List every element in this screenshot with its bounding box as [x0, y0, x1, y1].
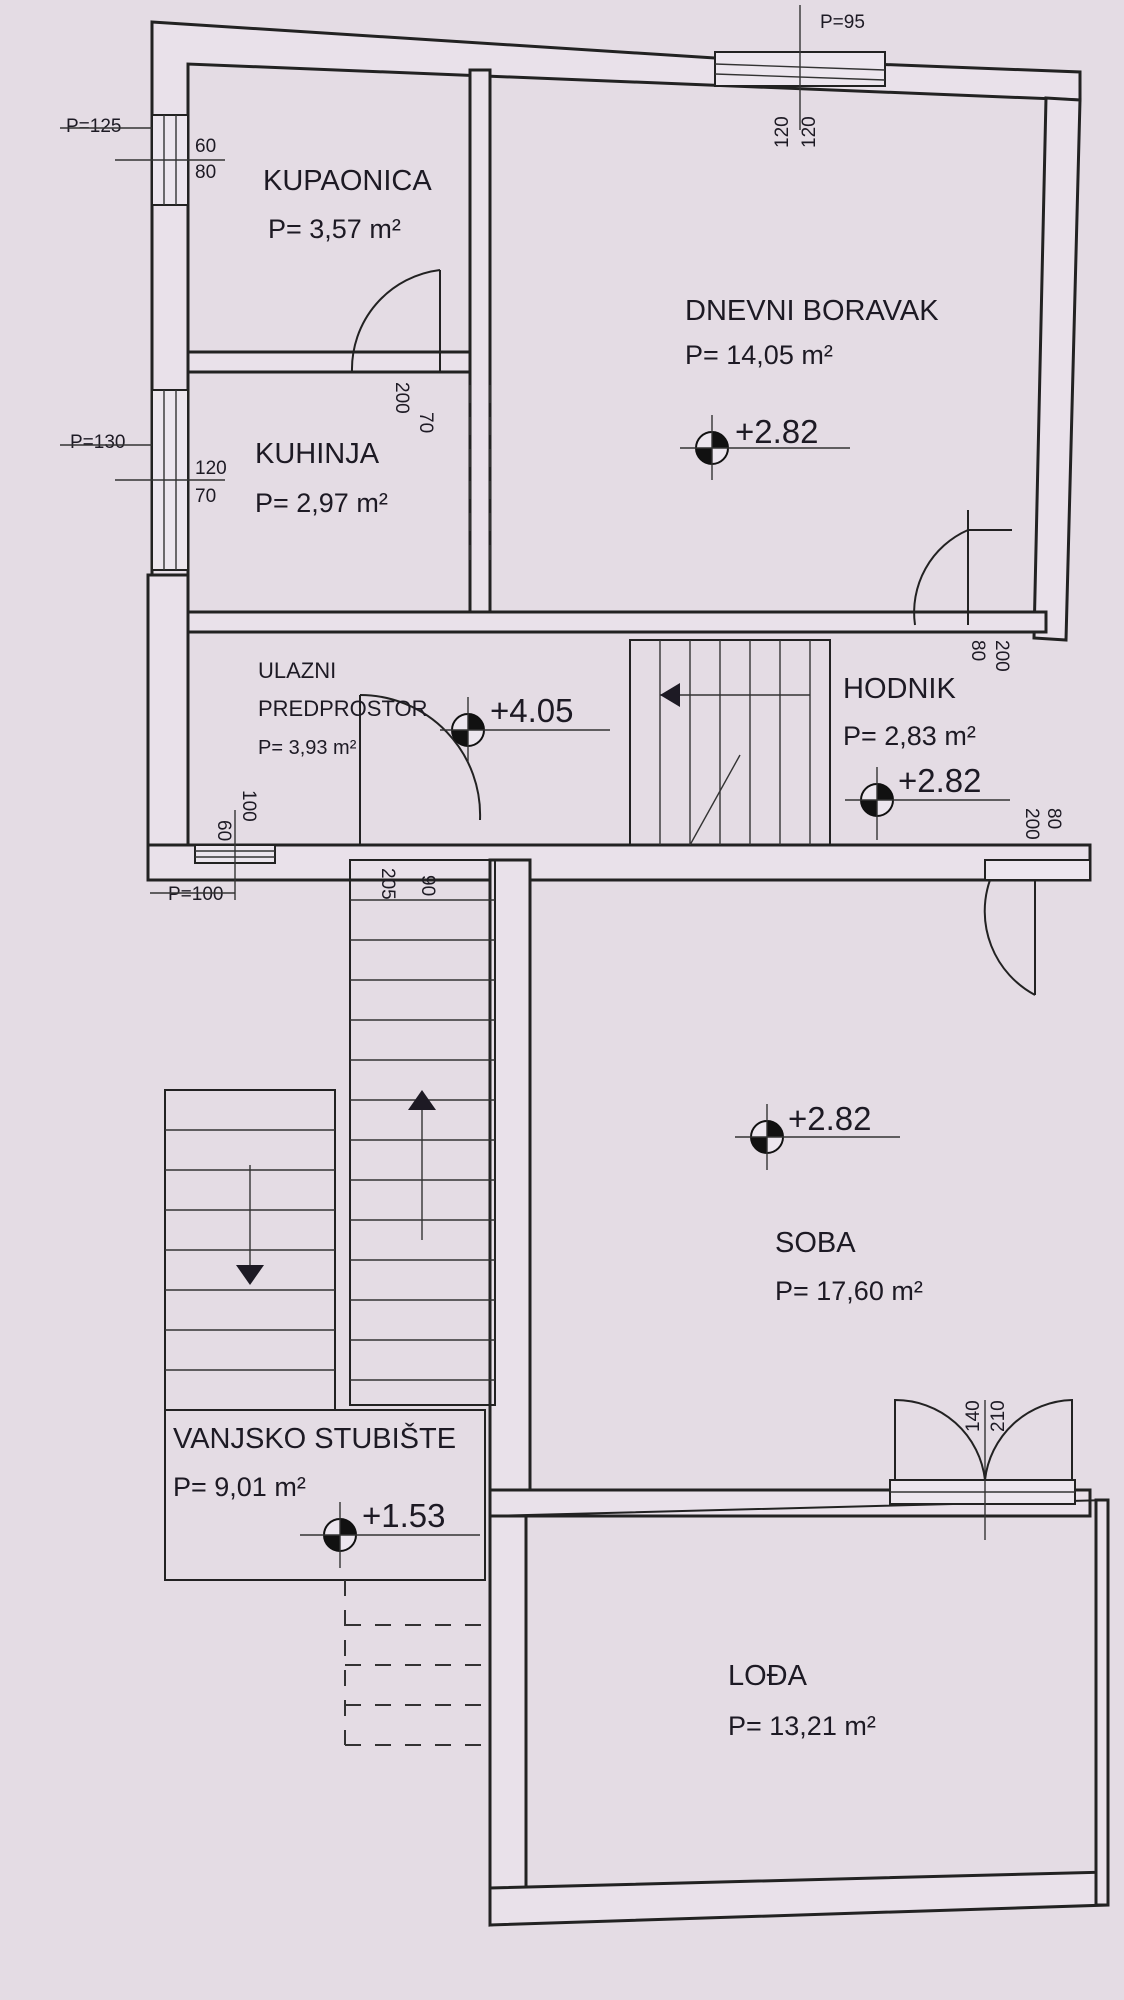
door-entry	[359, 693, 482, 845]
dim-kup-window-top: 60	[195, 136, 216, 157]
dim-entry-window-w: 60	[213, 820, 234, 841]
dim-entry-door-h: 205	[377, 868, 398, 900]
window-balcony	[889, 1400, 1076, 1540]
dim-top-window-a: 120	[772, 116, 793, 148]
window-kupaonica	[115, 114, 225, 206]
wall-top	[150, 20, 1082, 142]
room-name-vanjsko-stubiste: VANJSKO STUBIŠTE	[173, 1421, 456, 1455]
window-kuhinja	[115, 389, 225, 571]
level-marker-soba	[735, 1104, 900, 1170]
door-balcony	[894, 1398, 1073, 1481]
interior-stair-treads	[659, 640, 811, 845]
interior-stairs	[629, 639, 831, 846]
room-name-loda: LOĐA	[728, 1660, 808, 1692]
room-name-kuhinja: KUHINJA	[255, 438, 380, 470]
room-name-ulazni-line1: ULAZNI	[258, 658, 336, 683]
room-area-vanjsko-stubiste: P= 9,01 m²	[173, 1472, 306, 1502]
arrow-up-icon	[408, 1090, 436, 1110]
wall-right-living	[1032, 96, 1082, 642]
door-kupaonica	[350, 269, 441, 373]
dim-top-window-b: 120	[799, 116, 820, 148]
outer-stairs	[164, 1089, 486, 1581]
dashed-opening	[469, 385, 491, 560]
window-top	[714, 5, 886, 130]
dim-entry-window-h: 100	[238, 790, 259, 822]
room-area-kuhinja: P= 2,97 m²	[255, 488, 388, 518]
dim-kuh-window-top: 120	[195, 458, 227, 479]
room-name-hodnik: HODNIK	[843, 673, 956, 705]
room-area-soba: P= 17,60 m²	[775, 1276, 923, 1306]
dim-db-door-w: 80	[967, 640, 988, 661]
doors	[350, 269, 1073, 1481]
window-entry	[194, 810, 276, 900]
dim-entry-door-w: 90	[417, 875, 438, 896]
dim-db-door-h: 200	[991, 640, 1012, 672]
level-marker-hodnik	[845, 767, 1010, 840]
room-area-loda: P= 13,21 m²	[728, 1711, 876, 1741]
level-vanjsko-stubiste: +1.53	[362, 1497, 446, 1534]
windows	[115, 5, 1091, 1540]
dim-kup-door-w: 70	[415, 412, 436, 433]
room-area-kupaonica: P= 3,57 m²	[268, 214, 401, 244]
arrow-left-icon	[660, 683, 680, 707]
door-dnevni-boravak	[913, 510, 1012, 626]
wall-mid-horizontal	[186, 610, 1048, 634]
level-marker-dnevni-boravak	[680, 415, 850, 480]
dim-soba-door-h: 200	[1021, 808, 1042, 840]
wall-kuh-living	[468, 68, 492, 617]
label-p95: P=95	[820, 12, 865, 33]
label-p130: P=130	[70, 432, 125, 453]
dim-kup-door-h: 200	[391, 382, 412, 414]
room-name-kupaonica: KUPAONICA	[263, 165, 432, 197]
door-soba	[983, 879, 1036, 996]
label-p125: P=125	[66, 116, 121, 137]
room-name-dnevni-boravak: DNEVNI BORAVAK	[685, 295, 939, 327]
level-ulazni-predprostor: +4.05	[490, 692, 574, 729]
level-marker-ulazni-predprostor	[440, 697, 610, 762]
window-soba-top	[984, 859, 1091, 881]
wall-loda-right	[1094, 1498, 1110, 1907]
dim-balcony-door-h: 210	[988, 1400, 1009, 1432]
dim-soba-door-w: 80	[1043, 808, 1064, 829]
wall-loda-bottom	[488, 1870, 1110, 1927]
wall-loda-left	[488, 1514, 528, 1927]
room-name-soba: SOBA	[775, 1227, 856, 1259]
wall-kup-kuh	[186, 350, 490, 374]
level-hodnik: +2.82	[898, 762, 982, 799]
label-p100: P=100	[168, 884, 223, 905]
level-marker-vanjsko-stubiste	[300, 1502, 480, 1568]
walls	[146, 20, 1110, 1927]
wall-left-lower	[146, 573, 190, 872]
dim-balcony-door-w: 140	[963, 1400, 984, 1432]
room-area-ulazni-predprostor: P= 3,93 m²	[258, 737, 357, 759]
dim-kuh-window-bottom: 70	[195, 486, 216, 507]
level-dnevni-boravak: +2.82	[735, 413, 819, 450]
wall-entry-bottom	[146, 843, 1092, 882]
room-area-dnevni-boravak: P= 14,05 m²	[685, 340, 833, 370]
level-soba: +2.82	[788, 1100, 872, 1137]
lower-stair-dashes	[344, 1580, 485, 1746]
room-name-ulazni-line2: PREDPROSTOR	[258, 696, 428, 721]
arrow-down-icon	[236, 1265, 264, 1285]
entry-stair-treads	[350, 899, 495, 1381]
entry-stairs	[349, 859, 496, 1406]
room-area-hodnik: P= 2,83 m²	[843, 721, 976, 751]
dim-kup-window-bottom: 80	[195, 162, 216, 183]
